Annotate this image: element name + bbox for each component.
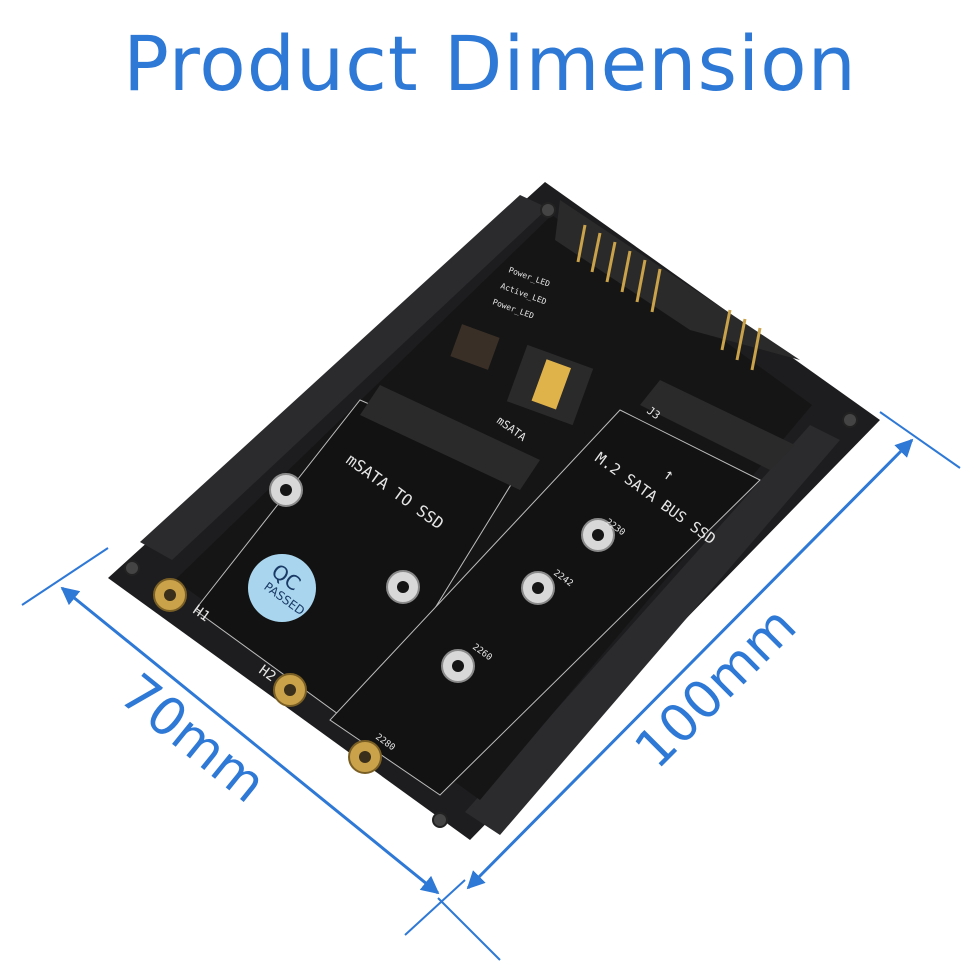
sata-connector xyxy=(555,200,800,360)
inductor-chip xyxy=(450,324,500,370)
page-title: Product Dimension xyxy=(123,19,857,108)
switch-slider xyxy=(531,359,572,410)
width-label: 70mm xyxy=(109,663,277,815)
sata-gold-pins xyxy=(576,224,762,371)
frame-screws xyxy=(124,202,858,828)
left-rail xyxy=(140,195,548,560)
j3-label: J3 xyxy=(644,404,662,422)
